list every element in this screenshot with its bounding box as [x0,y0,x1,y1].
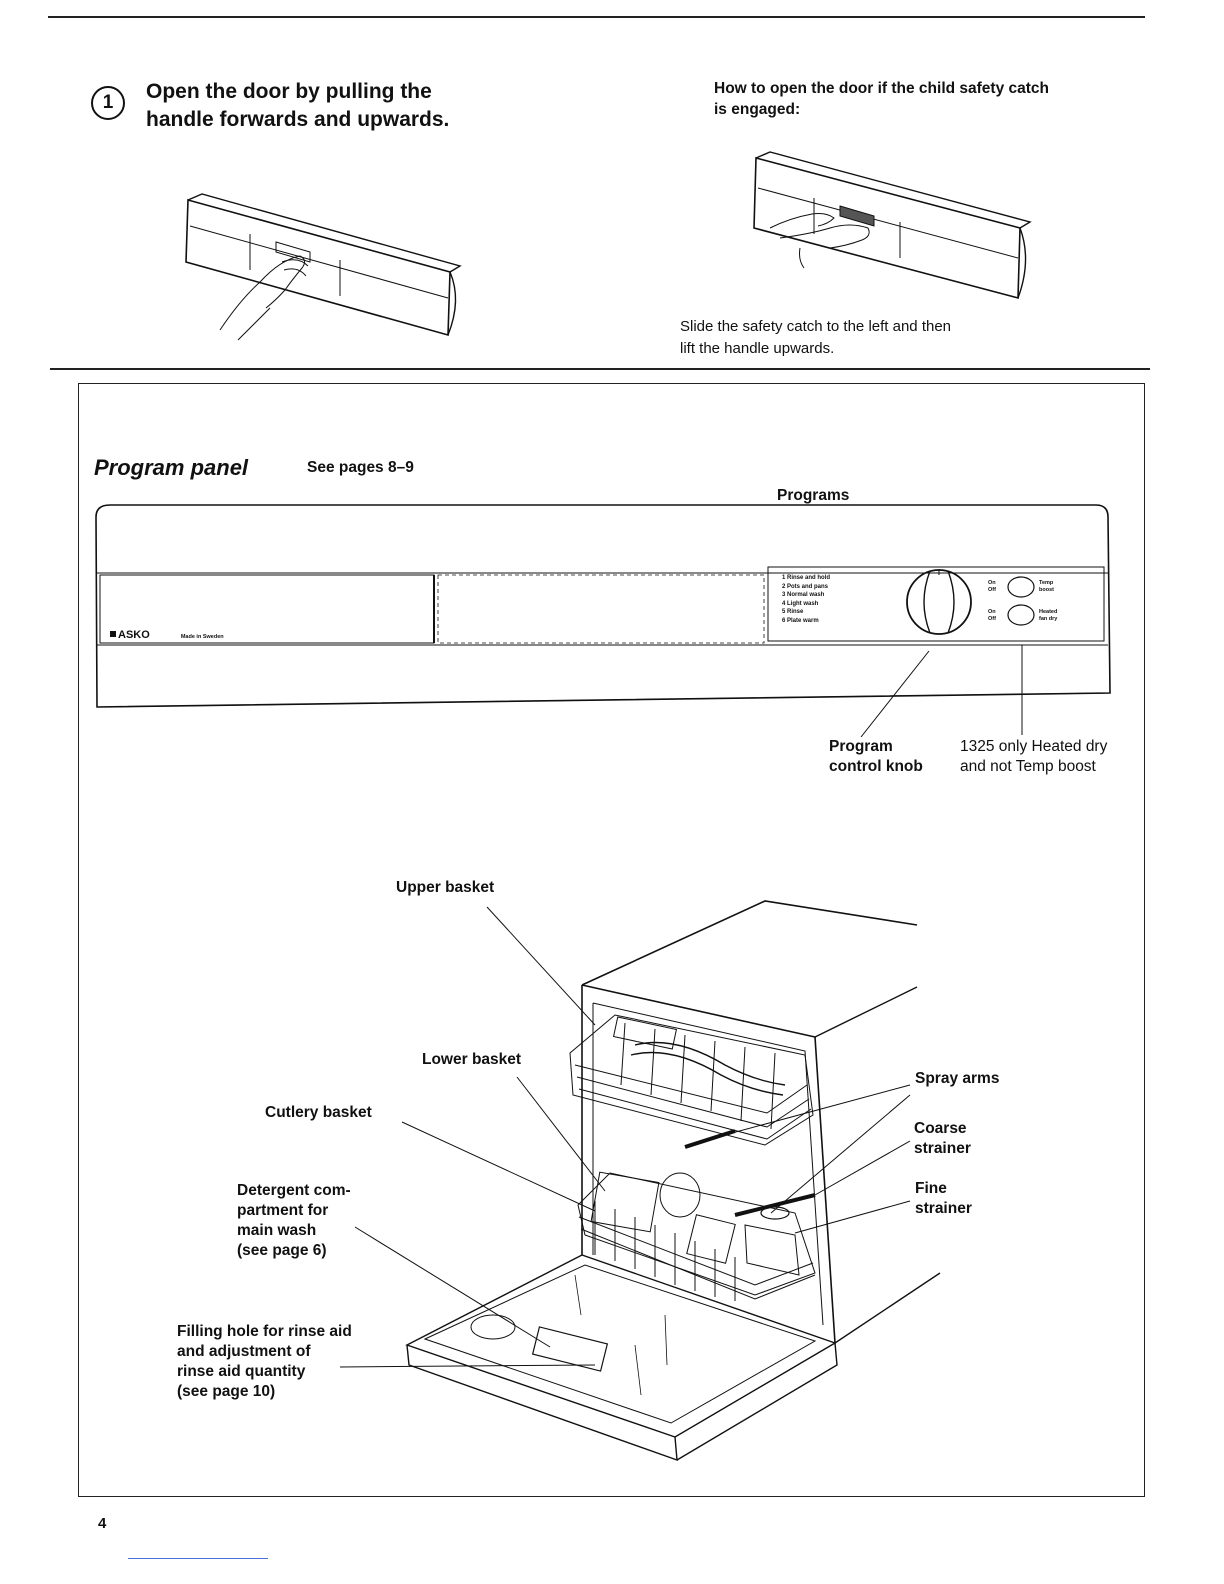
model-note-line-1: 1325 only Heated dry [960,738,1108,755]
detergent-label-line-2: partment for [237,1202,329,1219]
temp-boost-label-line-2: boost [1039,587,1054,593]
temp-boost-label-line-1: Temp [1039,580,1054,586]
program-knob-label-line-1: Program [829,738,893,755]
coarse-strainer-line-2: strainer [914,1140,971,1157]
see-pages-reference: See pages 8–9 [307,459,414,476]
program-item-1: 1 Rinse and hold [782,575,831,581]
safety-caption-line-1: Slide the safety catch to the left and t… [680,318,952,335]
safety-heading: How to open the door if the child safety… [714,78,1134,120]
door-handle-illustration [185,193,462,341]
model-note-line-2: and not Temp boost [960,758,1096,775]
rinse-aid-label-line-4: (see page 10) [177,1383,276,1400]
rinse-aid-label-line-3: rinse aid quantity [177,1363,306,1380]
step-number-badge: 1 [91,86,125,120]
heated-dry-label-line-1: Heated [1039,609,1058,615]
cutlery-basket-label: Cutlery basket [265,1104,372,1121]
fine-strainer-line-1: Fine [915,1180,947,1197]
safety-catch-illustration [753,151,1032,300]
section-divider [50,368,1150,370]
heated-dry-label: Heated fan dry [1039,609,1057,623]
safety-caption-line-2: lift the handle upwards. [680,340,835,357]
step-instruction-line-2: handle forwards and upwards. [146,108,450,131]
heated-dry-label-line-2: fan dry [1039,616,1058,622]
detergent-label-line-1: Detergent com- [237,1182,351,1199]
lower-basket-label: Lower basket [422,1051,522,1068]
program-item-5: 5 Rinse [782,609,804,616]
program-panel-frame [78,383,1145,1497]
rinse-aid-label-line-1: Filling hole for rinse aid [177,1323,352,1340]
detergent-compartment-label: Detergent com- partment for main wash (s… [237,1181,351,1261]
temp-boost-label: Temp boost [1039,580,1054,594]
top-rule [48,16,1145,18]
program-item-4: 4 Light wash [782,600,819,607]
program-panel-title: Program panel [94,455,249,480]
fine-strainer-line-2: strainer [915,1200,972,1217]
bottom-mark [128,1558,268,1559]
brand-subtitle: Made in Sweden [180,634,224,640]
dishwasher-illustration [339,900,941,1462]
spray-arms-label: Spray arms [915,1070,1000,1087]
program-item-6: 6 Plate warm [782,617,819,624]
upper-basket-label: Upper basket [396,879,495,896]
rinse-aid-label-line-2: and adjustment of [177,1343,311,1360]
temp-boost-switch-states: On Off [988,580,996,594]
safety-heading-line-2: is engaged: [714,101,801,118]
safety-caption: Slide the safety catch to the left and t… [680,316,1080,360]
step-instruction: Open the door by pulling the handle forw… [146,78,566,134]
program-panel-drawing [95,504,1111,738]
fine-strainer-label: Fine strainer [915,1179,972,1219]
coarse-strainer-line-1: Coarse [914,1120,967,1137]
program-item-2: 2 Pots and pans [782,583,829,590]
detergent-label-line-3: main wash [237,1222,317,1239]
brand-logo: ASKO Made in Sweden [110,629,224,641]
step-instruction-line-1: Open the door by pulling the [146,80,432,103]
program-item-3: 3 Normal wash [782,592,825,599]
safety-heading-line-1: How to open the door if the child safety… [714,80,1049,97]
model-note: 1325 only Heated dry and not Temp boost [960,737,1107,777]
temp-boost-off: Off [988,587,996,593]
temp-boost-on: On [988,580,996,586]
program-knob-label: Program control knob [829,737,923,777]
coarse-strainer-label: Coarse strainer [914,1119,971,1159]
program-knob-label-line-2: control knob [829,758,923,775]
page-number: 4 [98,1515,107,1532]
programs-label: Programs [777,487,850,504]
program-list: 1 Rinse and hold 2 Pots and pans 3 Norma… [782,574,830,626]
brand-name: ASKO [118,629,150,641]
rinse-aid-label: Filling hole for rinse aid and adjustmen… [177,1322,352,1402]
heated-dry-on: On [988,609,996,615]
heated-dry-off: Off [988,616,996,622]
detergent-label-line-4: (see page 6) [237,1242,327,1259]
heated-dry-switch-states: On Off [988,609,996,623]
